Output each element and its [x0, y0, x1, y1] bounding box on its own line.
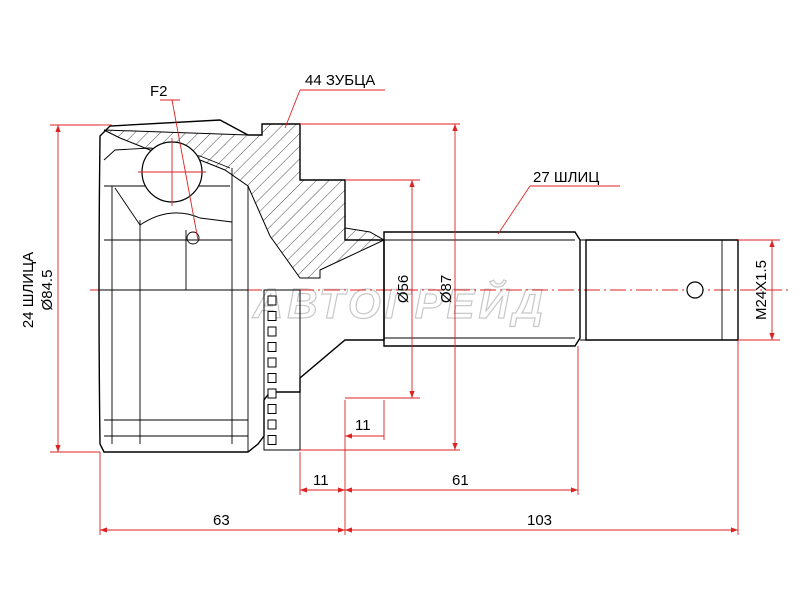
- dim-11-upper: 11: [355, 417, 371, 434]
- cotter-hole: [686, 281, 704, 299]
- label-f2: F2: [150, 83, 168, 100]
- abs-tooth: [267, 326, 277, 337]
- label-teeth: 44 ЗУБЦА: [305, 72, 375, 89]
- dim-11-lower: 11: [313, 472, 329, 489]
- label-splines-27: 27 ШЛИЦ: [533, 169, 599, 186]
- label-dia-87: Ø87: [438, 275, 455, 303]
- leader-lines: [160, 89, 620, 241]
- abs-tooth: [267, 435, 277, 445]
- abs-tooth: [267, 295, 277, 306]
- label-dia-outer: Ø84.5: [39, 270, 56, 311]
- abs-tooth: [267, 419, 277, 430]
- abs-tooth: [267, 342, 277, 352]
- extension-lines: [50, 123, 780, 535]
- abs-ring: [263, 289, 301, 451]
- abs-tooth: [267, 388, 277, 399]
- dim-63: 63: [213, 512, 230, 529]
- dim-61: 61: [452, 472, 469, 489]
- label-splines-24: 24 ШЛИЦА: [20, 252, 37, 328]
- abs-tooth: [267, 404, 277, 414]
- dim-103: 103: [527, 512, 552, 529]
- abs-tooth: [267, 373, 277, 383]
- dimension-lines: [55, 124, 775, 535]
- abs-tooth: [267, 311, 277, 321]
- abs-tooth: [267, 357, 277, 368]
- outer-housing: [98, 119, 386, 453]
- label-dia-56: Ø56: [395, 275, 412, 303]
- label-thread: M24X1.5: [753, 260, 770, 320]
